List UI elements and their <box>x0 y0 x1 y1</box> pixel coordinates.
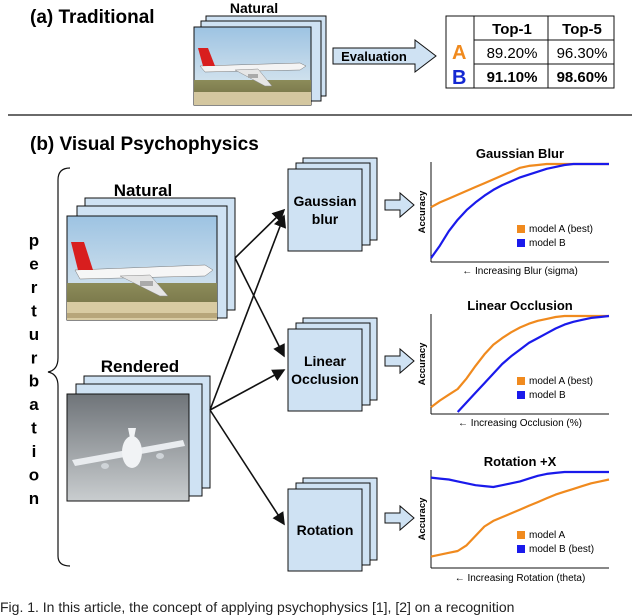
perturbation-letter: r <box>31 348 38 367</box>
gaussian-blur-box: Gaussian blur <box>287 157 378 252</box>
series-line-model-b <box>430 470 609 489</box>
rendered-image-stack <box>66 375 211 502</box>
perturbation-letter: r <box>31 278 38 297</box>
model-b-top1: 91.10% <box>487 69 538 86</box>
legend-swatch <box>517 545 525 553</box>
evaluation-arrow <box>332 38 437 74</box>
chart-title: Linear Occlusion <box>467 298 573 313</box>
series-line-model-a <box>430 162 609 209</box>
model-b-marker: B <box>452 67 466 89</box>
model-a-top5: 96.30% <box>557 45 608 62</box>
perturbation-letter: b <box>29 372 39 391</box>
legend-swatch <box>517 225 525 233</box>
series-line-model-b <box>456 314 610 413</box>
chart-3: Rotation +X Accuracy ← Increasing Rotation… <box>417 454 610 584</box>
legend-swatch <box>517 377 525 385</box>
legend-swatch <box>517 391 525 399</box>
legend-swatch <box>517 531 525 539</box>
flow-arrows <box>209 208 286 526</box>
chart-xlabel: ← Increasing Blur (sigma) <box>462 266 578 277</box>
perturbation-label: Linear <box>304 353 347 369</box>
natural-image-stack-a <box>193 15 327 106</box>
legend-label: model B <box>529 390 566 401</box>
perturbation-brace <box>47 167 71 567</box>
model-a-top1: 89.20% <box>487 45 538 62</box>
perturbation-letter: o <box>29 466 39 485</box>
rendered-airplane-image <box>66 393 190 502</box>
legend-label: model A <box>529 530 565 541</box>
perturbation-label: Rotation <box>297 522 354 538</box>
perturbation-label: Gaussian <box>293 193 356 209</box>
figure-caption: Fig. 1. In this article, the concept of … <box>0 599 514 615</box>
airplane-photo-large <box>66 215 218 321</box>
perturbation-letter: t <box>31 301 37 320</box>
perturbation-letter: u <box>29 325 39 344</box>
perturbation-letter: t <box>31 419 37 438</box>
chart-xlabel: ← Increasing Rotation (theta) <box>455 573 586 584</box>
chart-title: Gaussian Blur <box>476 146 564 161</box>
legend-label: model B <box>529 238 566 249</box>
result-arrows <box>384 191 415 532</box>
rendered-label: Rendered <box>101 357 179 376</box>
evaluation-label: Evaluation <box>341 49 407 64</box>
rotation-box: Rotation <box>287 477 378 572</box>
perturbation-letter: e <box>29 254 38 273</box>
series-line-model-a <box>430 314 609 409</box>
results-table <box>445 15 615 89</box>
section-a-title: (a) Traditional <box>30 7 155 28</box>
section-b-title: (b) Visual Psychophysics <box>30 134 259 155</box>
legend-label: model B (best) <box>529 544 594 555</box>
natural-label-a: Natural <box>230 0 278 16</box>
perturbation-label: blur <box>312 211 339 227</box>
table-header-top1: Top-1 <box>492 21 532 38</box>
series-line-model-a <box>430 478 610 558</box>
legend-swatch <box>517 239 525 247</box>
series-line-model-b <box>430 162 609 259</box>
table-header-top5: Top-5 <box>562 21 602 38</box>
legend-label: model A (best) <box>529 376 593 387</box>
chart-ylabel: Accuracy <box>417 342 428 385</box>
airplane-photo-small <box>193 26 312 106</box>
legend-label: model A (best) <box>529 224 593 235</box>
model-b-top5: 98.60% <box>557 69 608 86</box>
perturbation-letter: p <box>29 231 39 250</box>
chart-xlabel: ← Increasing Occlusion (%) <box>458 418 582 429</box>
model-a-marker: A <box>452 42 466 64</box>
chart-title: Rotation +X <box>484 454 557 469</box>
natural-image-stack-b <box>66 197 236 321</box>
natural-label-b: Natural <box>114 181 173 200</box>
perturbation-letter: i <box>32 442 37 461</box>
perturbation-letter: n <box>29 489 39 508</box>
chart-ylabel: Accuracy <box>417 190 428 233</box>
chart-ylabel: Accuracy <box>417 497 428 540</box>
perturbation-label: Occlusion <box>291 371 359 387</box>
perturbation-letter: a <box>29 395 39 414</box>
